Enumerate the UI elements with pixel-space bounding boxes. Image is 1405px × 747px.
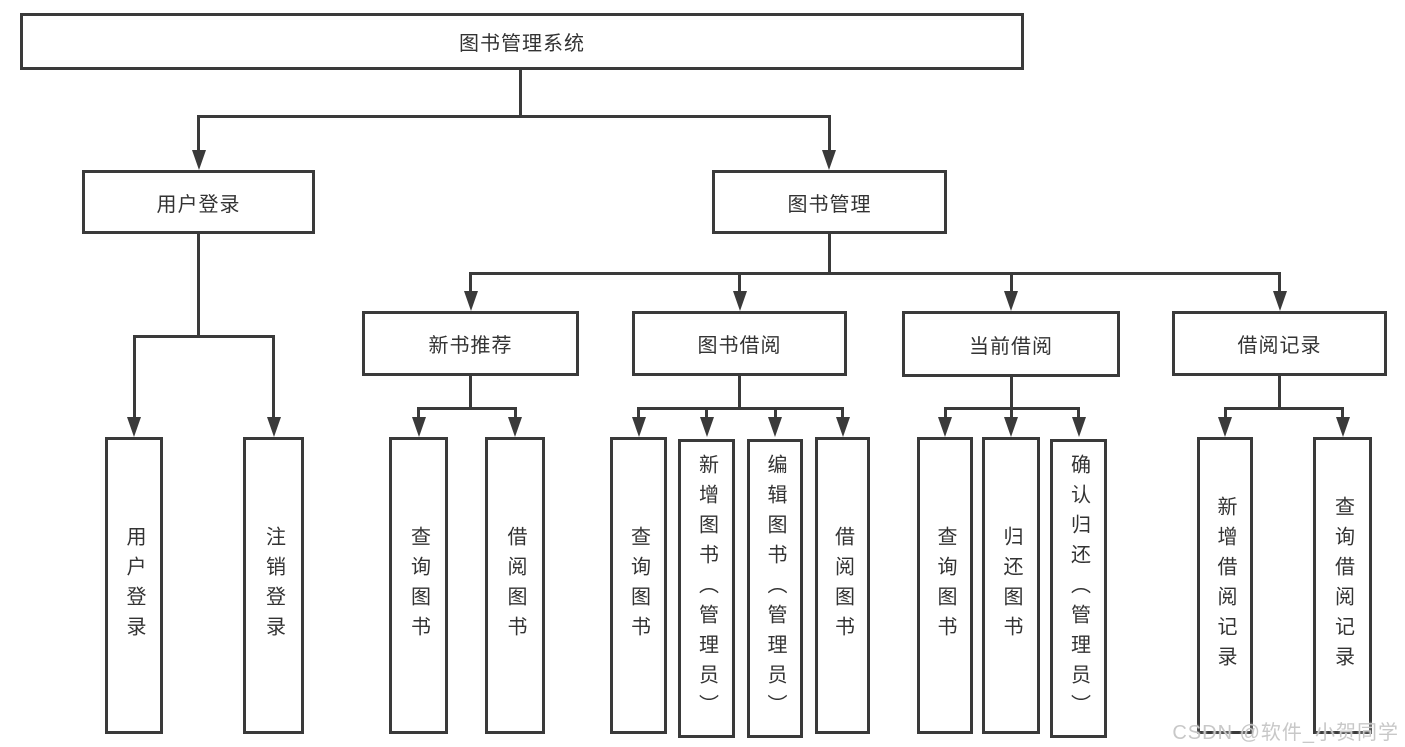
arrowhead-down-icon [463, 291, 478, 311]
arrowhead-down-icon [1004, 291, 1018, 311]
leaf-nb-borrow-books-label: 借阅图书 [504, 525, 526, 646]
leaf-bb-edit-books-admin-label: 编辑图书（管理员） [764, 453, 786, 724]
connector-new-book-branch [417, 407, 516, 410]
leaf-cb-query-books-label: 查询图书 [934, 525, 956, 646]
connector-borrow-record-drop-2 [1341, 407, 1344, 419]
connector-book-borrow-drop-3 [773, 407, 777, 419]
leaf-logout: 注销登录 [243, 437, 304, 734]
connector-user-login-branch [132, 335, 275, 338]
connector-current-borrow-drop-2 [1009, 407, 1013, 419]
leaf-user-login-label: 用户登录 [123, 525, 145, 646]
leaf-bb-edit-books-admin: 编辑图书（管理员） [747, 439, 803, 738]
leaf-br-add-record: 新增借阅记录 [1197, 437, 1253, 734]
arrowhead-down-icon [1071, 417, 1086, 437]
node-book-borrowing: 图书借阅 [632, 311, 847, 376]
leaf-bb-add-books-admin-label: 新增图书（管理员） [695, 453, 718, 724]
connector-root-drop-right [827, 115, 831, 151]
arrowhead-down-icon [266, 417, 281, 437]
connector-book-mgmt-drop-1 [469, 272, 472, 293]
arrowhead-down-icon [768, 417, 782, 437]
connector-book-borrow-drop-1 [637, 407, 640, 419]
connector-book-mgmt-stem [828, 234, 831, 274]
node-borrowing-records: 借阅记录 [1172, 311, 1387, 376]
connector-root-branch [197, 115, 831, 118]
connector-new-book-drop-1 [417, 407, 420, 419]
leaf-bb-borrow-books-label: 借阅图书 [831, 525, 854, 646]
connector-user-login-drop-left [132, 335, 136, 419]
connector-book-borrow-stem [738, 376, 741, 409]
node-new-book-recommend-label: 新书推荐 [428, 335, 513, 357]
node-book-management-label: 图书管理 [787, 193, 872, 216]
arrowhead-down-icon [191, 150, 206, 170]
connector-book-mgmt-drop-2 [738, 272, 741, 293]
arrowhead-down-icon [127, 417, 141, 437]
connector-current-borrow-drop-1 [943, 407, 947, 419]
arrowhead-down-icon [732, 291, 747, 311]
leaf-bb-query-books-label: 查询图书 [627, 525, 650, 646]
connector-user-login-drop-right [272, 335, 275, 419]
node-current-borrowing-label: 当前借阅 [969, 335, 1053, 358]
leaf-nb-query-books: 查询图书 [389, 437, 448, 734]
connector-book-mgmt-drop-4 [1278, 272, 1281, 293]
connector-root-drop-left [197, 115, 200, 151]
node-root-label: 图书管理系统 [459, 33, 585, 55]
node-book-borrowing-label: 图书借阅 [697, 335, 782, 357]
connector-book-borrow-drop-2 [705, 407, 708, 419]
arrowhead-down-icon [1335, 417, 1350, 437]
arrowhead-down-icon [508, 417, 522, 437]
arrowhead-down-icon [1272, 291, 1287, 311]
arrowhead-down-icon [938, 417, 952, 437]
connector-book-borrow-branch [637, 407, 844, 410]
watermark: CSDN @软件_小贺同学 [1172, 722, 1399, 744]
arrowhead-down-icon [822, 150, 836, 170]
connector-borrow-record-stem [1278, 376, 1281, 409]
node-borrowing-records-label: 借阅记录 [1237, 335, 1322, 357]
arrowhead-down-icon [699, 417, 714, 437]
node-user-login: 用户登录 [82, 170, 315, 234]
node-new-book-recommend: 新书推荐 [362, 311, 579, 376]
connector-book-mgmt-drop-3 [1009, 272, 1013, 293]
leaf-bb-query-books: 查询图书 [610, 437, 667, 734]
node-book-management: 图书管理 [712, 170, 947, 234]
connector-root-stem [519, 69, 522, 117]
connector-book-mgmt-branch [469, 272, 1281, 275]
connector-user-login-stem [197, 234, 200, 337]
connector-current-borrow-stem [1009, 377, 1013, 409]
leaf-br-query-record: 查询借阅记录 [1313, 437, 1372, 734]
leaf-user-login: 用户登录 [105, 437, 163, 734]
arrowhead-down-icon [835, 417, 850, 437]
node-current-borrowing: 当前借阅 [902, 311, 1120, 377]
node-user-login-label: 用户登录 [156, 193, 241, 216]
leaf-cb-confirm-return-admin-label: 确认归还（管理员） [1067, 453, 1090, 724]
leaf-bb-borrow-books: 借阅图书 [815, 437, 870, 734]
connector-current-borrow-drop-3 [1077, 407, 1080, 419]
connector-borrow-record-branch [1223, 407, 1344, 410]
leaf-br-query-record-label: 查询借阅记录 [1331, 495, 1354, 676]
connector-new-book-drop-2 [513, 407, 517, 419]
leaf-br-add-record-label: 新增借阅记录 [1214, 495, 1236, 676]
leaf-cb-return-books-label: 归还图书 [1000, 525, 1022, 646]
node-root: 图书管理系统 [20, 13, 1024, 70]
leaf-cb-confirm-return-admin: 确认归还（管理员） [1050, 439, 1107, 738]
connector-borrow-record-drop-1 [1223, 407, 1227, 419]
leaf-cb-query-books: 查询图书 [917, 437, 973, 734]
arrowhead-down-icon [1004, 417, 1018, 437]
arrowhead-down-icon [411, 417, 426, 437]
connector-new-book-stem [469, 376, 472, 409]
leaf-logout-label: 注销登录 [262, 525, 285, 646]
arrowhead-down-icon [631, 417, 646, 437]
leaf-nb-borrow-books: 借阅图书 [485, 437, 545, 734]
arrowhead-down-icon [1218, 417, 1232, 437]
leaf-bb-add-books-admin: 新增图书（管理员） [678, 439, 735, 738]
connector-book-borrow-drop-4 [841, 407, 844, 419]
leaf-cb-return-books: 归还图书 [982, 437, 1040, 734]
leaf-nb-query-books-label: 查询图书 [407, 525, 430, 646]
